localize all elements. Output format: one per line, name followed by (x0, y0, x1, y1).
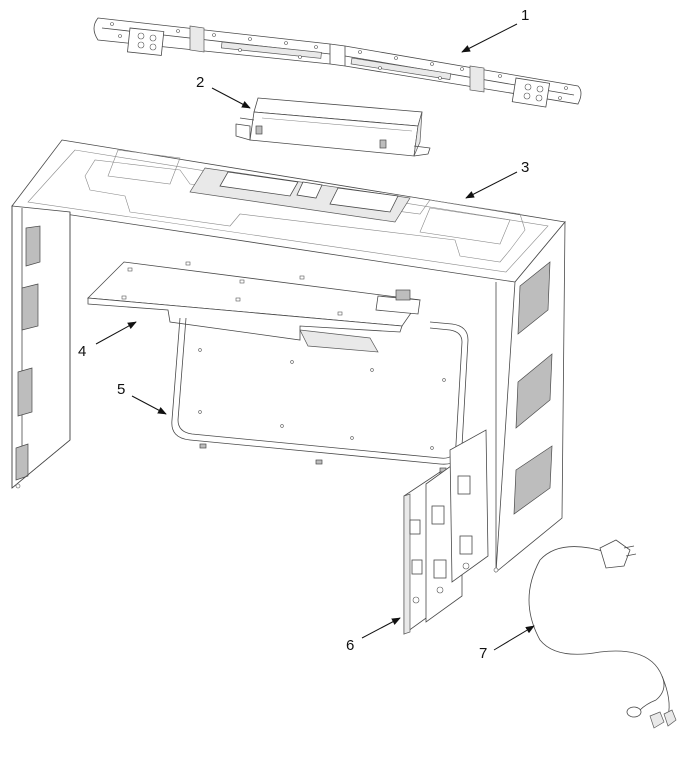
callout-7: 7 (479, 645, 488, 662)
callout-1: 1 (521, 7, 530, 24)
part-6-vertical-brackets (403, 429, 489, 635)
callout-6: 6 (346, 637, 355, 654)
callout-leaders (95, 23, 535, 651)
callout-3: 3 (521, 159, 530, 176)
callout-4: 4 (78, 343, 87, 360)
callout-5: 5 (117, 381, 126, 398)
part-4-shelf (87, 261, 421, 353)
part-2-electronics-box (235, 97, 431, 157)
part-1-mounting-rail (93, 17, 582, 108)
part-3-chassis (11, 139, 566, 573)
callout-2: 2 (196, 74, 205, 91)
part-7-power-cord (528, 539, 677, 729)
